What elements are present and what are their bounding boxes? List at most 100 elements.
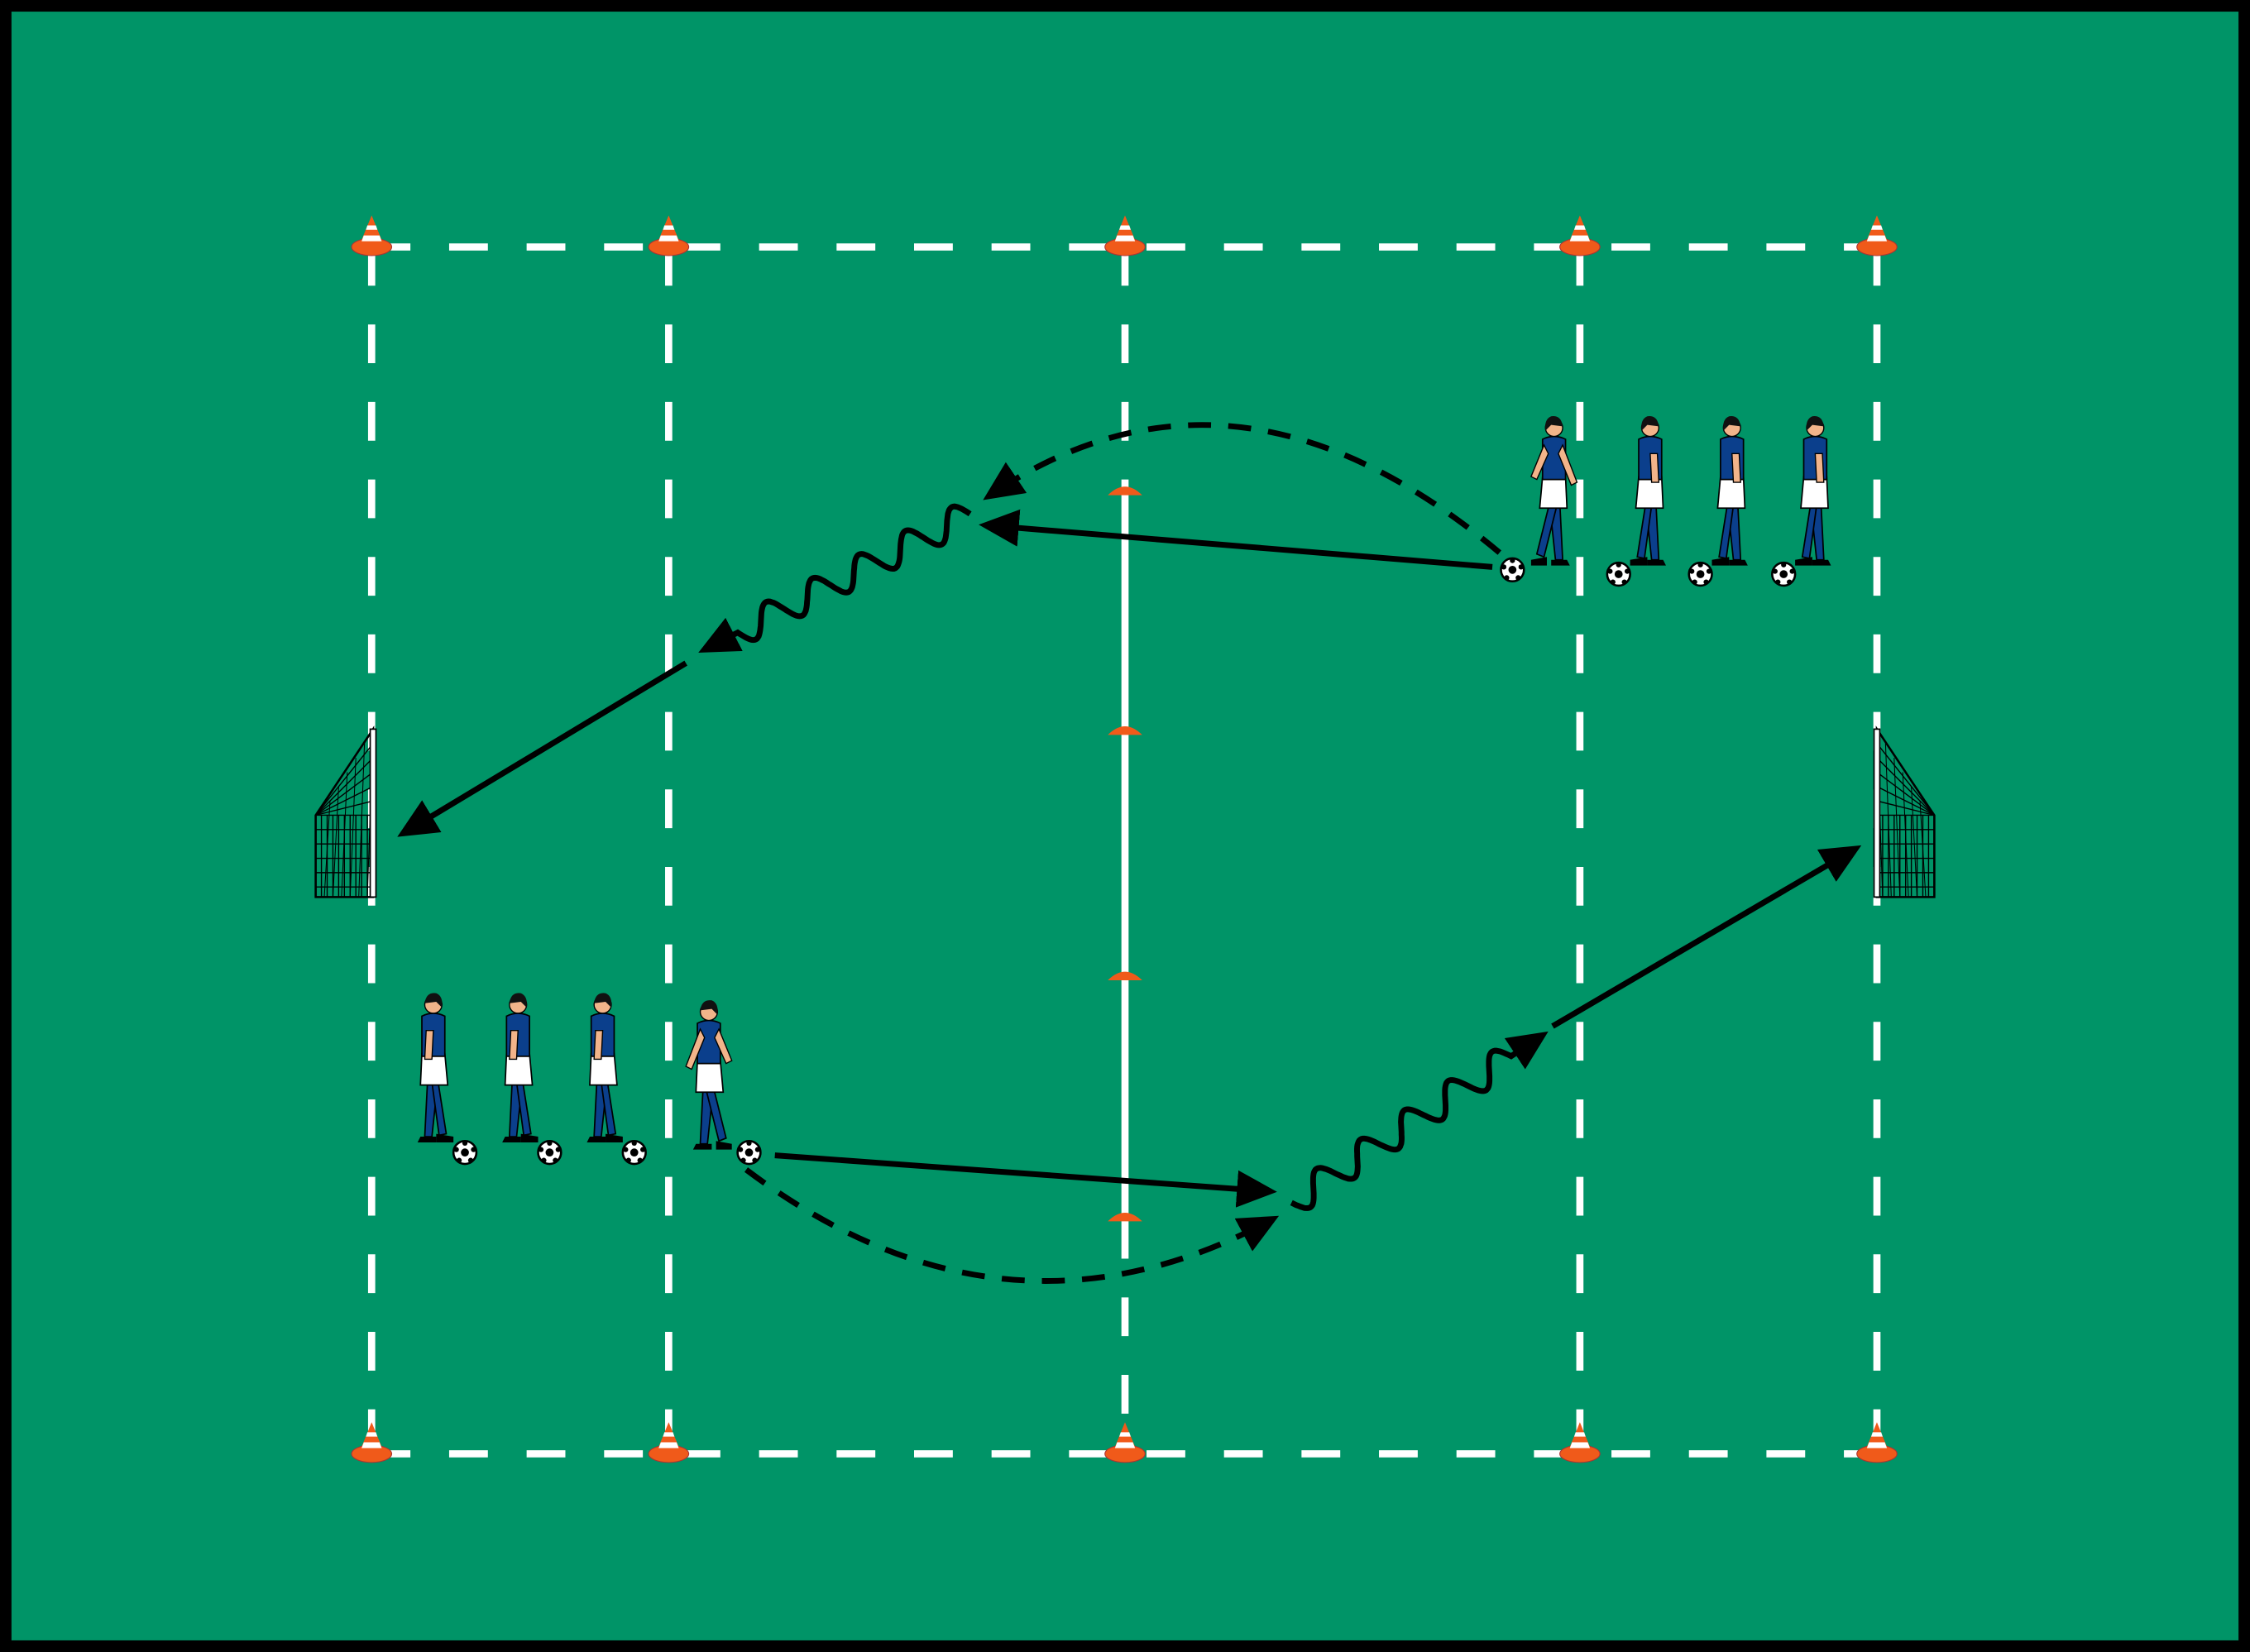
dribble-arrow-wavy	[1290, 1031, 1549, 1211]
ball-patch	[467, 1157, 474, 1163]
player-icon	[417, 993, 454, 1142]
ball-patch	[1610, 579, 1616, 585]
goal-net-strand	[1876, 800, 1935, 816]
ball-patch	[456, 1157, 462, 1163]
goal-icon	[1873, 725, 1936, 898]
ball-patch	[538, 1147, 544, 1152]
soccer-ball-icon	[621, 1139, 647, 1166]
player-arm	[1731, 453, 1741, 483]
player-arm	[1814, 453, 1825, 483]
ball-patch	[461, 1148, 469, 1156]
soccer-ball-icon	[736, 1139, 762, 1166]
cone-icon	[351, 215, 393, 256]
player-boot	[716, 1141, 732, 1150]
pass-arrow	[979, 509, 1493, 570]
marker-disc-icon	[1108, 486, 1142, 496]
goal-post	[1873, 728, 1881, 898]
player-boot	[1530, 557, 1547, 566]
shot-arrow	[1551, 845, 1862, 1029]
player-boot	[1647, 559, 1666, 566]
ball-patch	[1625, 568, 1630, 574]
ball-patch	[1504, 575, 1510, 581]
dribble-arrow-wavy	[698, 503, 972, 654]
player-shorts	[695, 1060, 725, 1094]
ball-patch	[553, 1157, 558, 1163]
ball-patch	[1775, 579, 1781, 585]
ball-patch	[1787, 579, 1793, 585]
player-icon	[1630, 416, 1666, 566]
cone-stripe	[658, 235, 679, 242]
soccer-ball-icon	[1771, 561, 1797, 587]
ball-patch	[1697, 562, 1703, 567]
player-arm	[685, 1027, 706, 1070]
cone-stripe	[1866, 1442, 1888, 1448]
cone-stripe	[658, 1442, 679, 1448]
player-arm	[1530, 443, 1549, 481]
soccer-ball-icon	[537, 1139, 562, 1166]
ball-patch	[1781, 562, 1787, 567]
cone-icon	[1856, 1422, 1898, 1463]
ball-patch	[1689, 568, 1695, 574]
player-boot	[1711, 557, 1730, 566]
player-boot	[1812, 559, 1831, 566]
player-hair	[1723, 416, 1741, 431]
player-icon	[1795, 416, 1831, 566]
player-boot	[1630, 557, 1648, 566]
cone-stripe	[1119, 225, 1131, 230]
ball-patch	[1510, 558, 1515, 563]
goal-post	[369, 728, 377, 898]
cone-stripe	[366, 1432, 378, 1437]
cone-stripe	[1871, 225, 1883, 230]
player-boot	[417, 1137, 437, 1142]
cone-icon	[648, 215, 690, 256]
cone-stripe	[1569, 235, 1591, 242]
ball-patch	[637, 1157, 643, 1163]
ball-patch	[1621, 579, 1627, 585]
cone-stripe	[663, 1432, 675, 1437]
pass-arrow	[774, 1152, 1277, 1208]
ball-patch	[737, 1147, 744, 1152]
player-arm	[593, 1030, 604, 1061]
ball-patch	[1501, 564, 1507, 570]
player-hair	[424, 993, 443, 1008]
player-boot	[1795, 557, 1812, 566]
ball-patch	[1772, 568, 1778, 574]
goal-net-strand	[1884, 743, 1892, 898]
marker-disc-icon	[1108, 725, 1142, 735]
marker-disc-icon	[1108, 971, 1142, 980]
ball-patch	[1614, 570, 1623, 578]
player-icon	[502, 993, 539, 1142]
cone-icon	[1104, 215, 1146, 256]
goal-net-strand	[358, 743, 366, 898]
goal-net-strand	[315, 729, 374, 816]
goal-net-strand	[1893, 758, 1901, 898]
cone-stripe	[1866, 235, 1888, 242]
soccer-ball-icon	[1688, 561, 1713, 587]
ball-patch	[1607, 568, 1613, 574]
goal-net-strand	[332, 786, 339, 898]
player-icon	[1711, 416, 1748, 566]
player-jersey	[1541, 435, 1567, 481]
player-icon	[685, 1000, 733, 1150]
player-boot	[436, 1133, 454, 1142]
player-hair	[1544, 416, 1563, 431]
player-arm	[1649, 453, 1660, 483]
ball-patch	[1515, 575, 1521, 581]
cone-icon	[1856, 215, 1898, 256]
cone-icon	[1559, 215, 1601, 256]
goal-net-strand	[1911, 786, 1918, 898]
player-boot	[692, 1143, 712, 1150]
player-icon	[586, 993, 623, 1142]
goal-net-strand	[1876, 729, 1935, 816]
ball-patch	[1706, 568, 1712, 574]
goal-net-strand	[315, 800, 374, 816]
soccer-ball-icon	[1606, 561, 1631, 587]
goal-net-strand	[315, 786, 374, 816]
cone-stripe	[1569, 1442, 1591, 1448]
ball-patch	[541, 1157, 547, 1163]
ball-patch	[471, 1147, 476, 1152]
cone-stripe	[361, 235, 382, 242]
goal-net-strand	[349, 758, 357, 898]
ball-patch	[545, 1148, 554, 1156]
